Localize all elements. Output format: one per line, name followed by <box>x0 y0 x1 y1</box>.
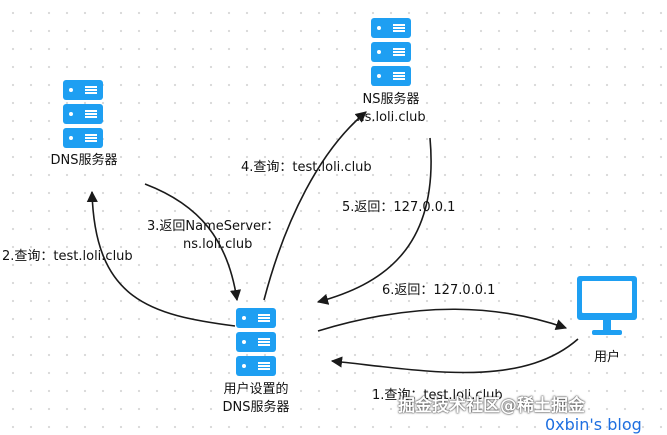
arrow-step6 <box>317 308 568 332</box>
step2-label: 2.查询：test.loli.club <box>2 249 133 264</box>
user-dns-server-icon <box>236 308 276 376</box>
watermark-text: 掘金技术社区@稀土掘金 <box>398 396 585 416</box>
step3-label-line1: 3.返回NameServer： <box>147 219 280 234</box>
step1-label: 1.查询：test.loli.club <box>372 388 503 403</box>
arrow-step1 <box>330 338 579 374</box>
user-dns-label-line1: 用户设置的 <box>223 382 289 397</box>
step3-label-line2: ns.loli.club <box>183 237 253 252</box>
blog-watermark: 0xbin's blog <box>545 415 642 434</box>
arrow-step2 <box>86 190 236 327</box>
ns-server-icon <box>371 18 411 86</box>
arrow-step4 <box>263 111 367 301</box>
user-dns-label-line2: DNS服务器 <box>222 400 290 415</box>
ns-server-label-line2: ns.loli.club <box>356 110 426 125</box>
ns-server-label-line1: NS服务器 <box>362 92 420 107</box>
arrow-step3 <box>144 183 242 302</box>
dns-server-icon <box>63 80 103 148</box>
step6-label: 6.返回：127.0.0.1 <box>382 283 496 298</box>
user-monitor-icon <box>577 276 637 340</box>
dns-server-label: DNS服务器 <box>50 153 118 168</box>
arrow-step5 <box>316 137 432 305</box>
user-label: 用户 <box>593 350 620 365</box>
step4-label: 4.查询：test.loli.club <box>241 160 372 175</box>
step5-label: 5.返回：127.0.0.1 <box>342 200 456 215</box>
